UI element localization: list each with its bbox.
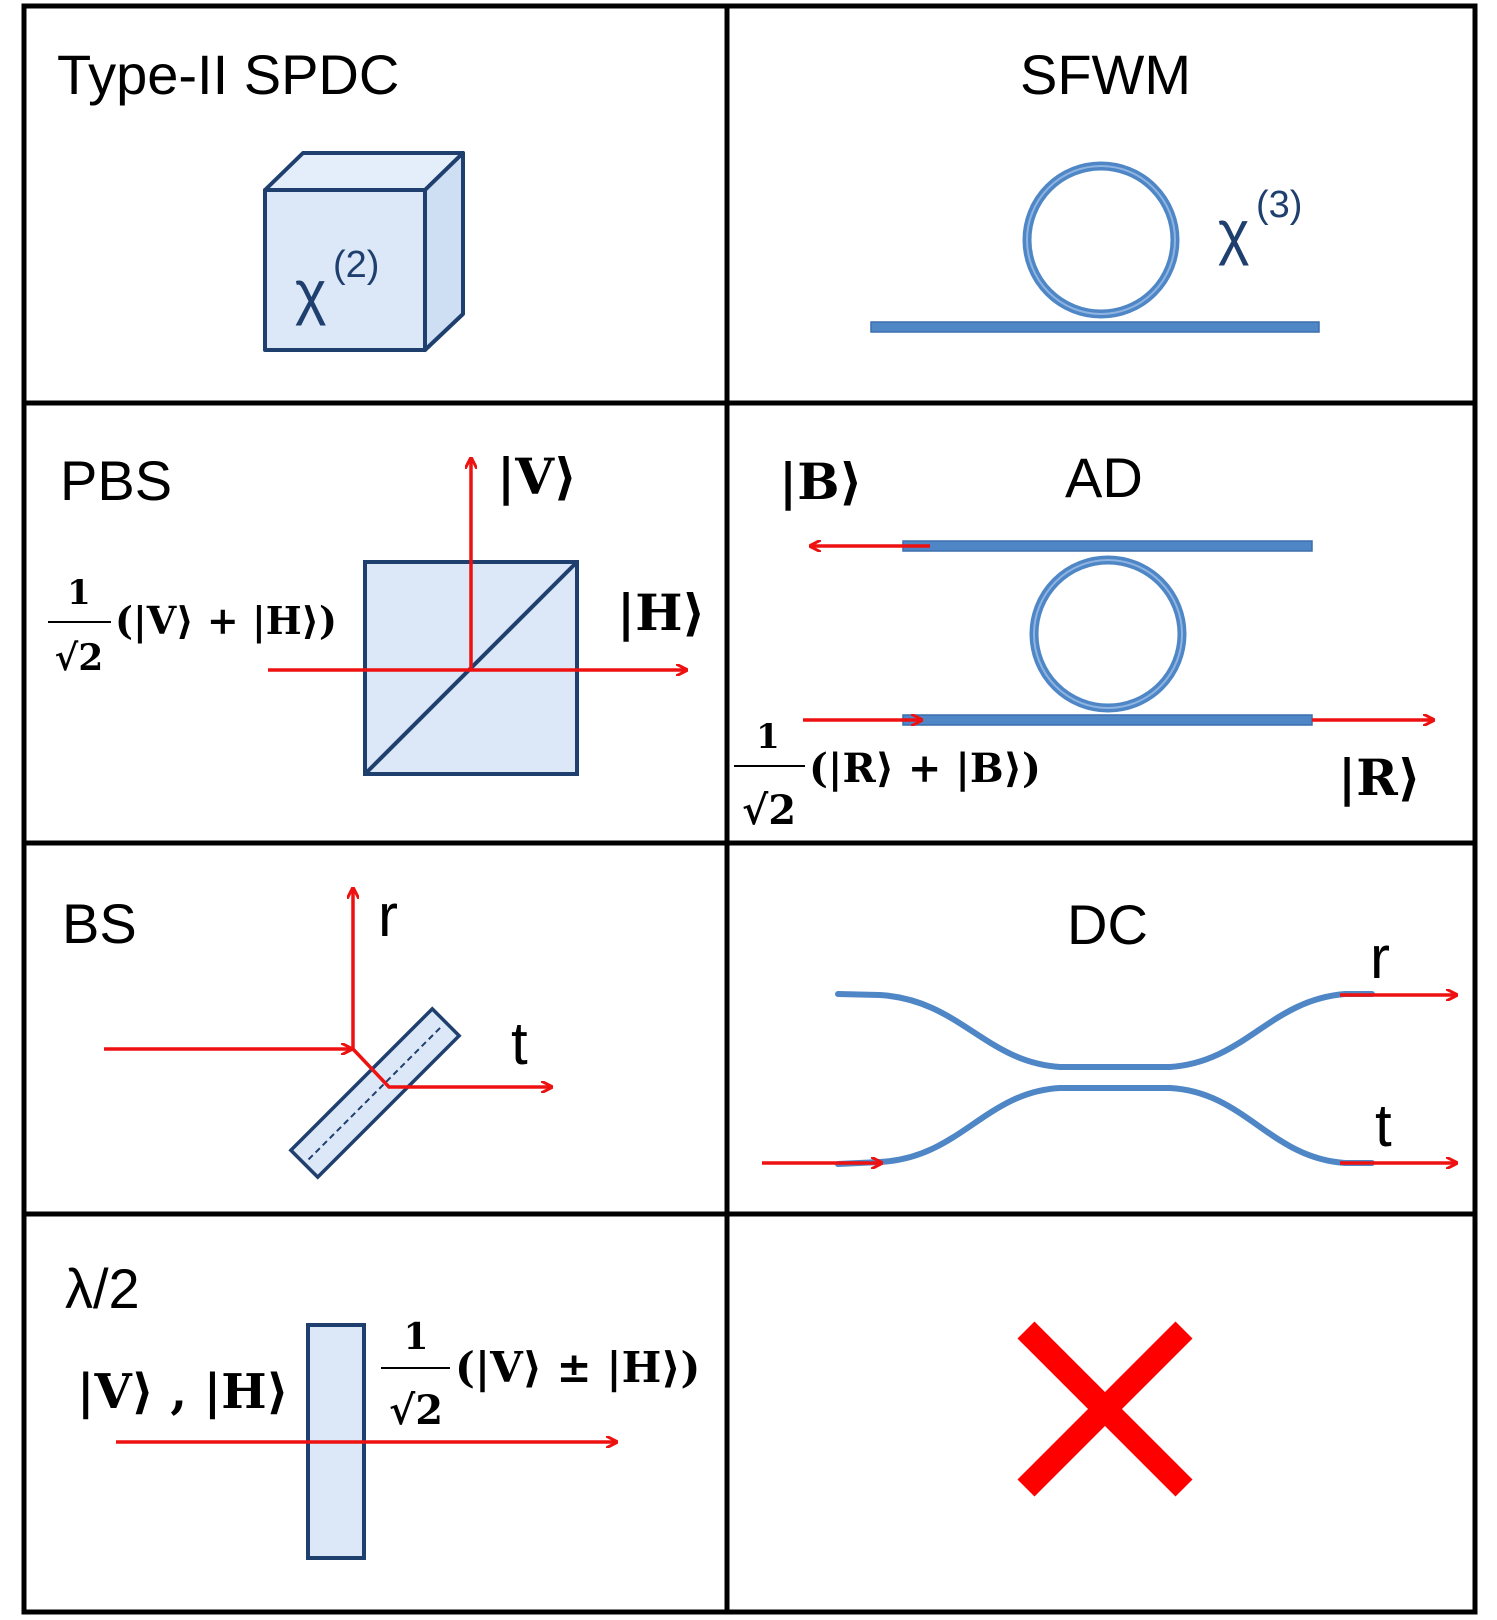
hwp-output-numerator: 1 [403,1316,428,1358]
cell-ad: AD |B⟩ |R⟩ 1 √2 (|R⟩ + |B⟩) [734,446,1432,834]
cell-empty [1017,1321,1193,1497]
sfwm-title: SFWM [1020,43,1191,106]
dc-label-t: t [1375,1092,1392,1159]
bs-title: BS [62,892,137,955]
pbs-input-numerator: 1 [67,573,91,613]
hwp-input-states: |V⟩ , |H⟩ [77,1364,289,1420]
bs-label-t: t [511,1010,528,1077]
pbs-output-h: |H⟩ [617,583,705,643]
ad-input-numerator: 1 [756,717,780,757]
spdc-title: Type-II SPDC [57,43,399,106]
pbs-output-v: |V⟩ [497,447,577,507]
bs-transmitted-beam [351,1047,550,1087]
nonlinear-crystal-icon [263,151,465,352]
pbs-title: PBS [60,449,172,512]
ad-beams [803,546,1432,720]
cell-bs: BS r t [62,882,550,1180]
sfwm-chi-order: (3) [1256,184,1302,226]
sfwm-chi: χ [1218,199,1250,266]
spdc-chi-order: (2) [333,244,379,286]
dc-upper-waveguide [835,991,1375,1070]
dc-label-r: r [1370,924,1390,991]
ad-output-b: |B⟩ [779,452,862,512]
directional-coupler-icon [835,991,1375,1167]
spdc-chi: χ [295,259,327,326]
bs-beams [104,890,550,1087]
pbs-input-denominator: √2 [55,637,104,679]
cross-icon [1017,1321,1193,1497]
cell-spdc: Type-II SPDC χ (2) [57,43,465,352]
dc-beams [762,995,1455,1163]
add-drop-filter-icon [902,540,1313,726]
dc-title: DC [1067,893,1148,956]
beam-splitter-plate-icon [288,1006,462,1180]
pbs-input-state: (|V⟩ + |H⟩) [115,598,337,643]
ad-title: AD [1065,446,1143,509]
ad-output-r: |R⟩ [1338,748,1421,808]
bs-label-r: r [378,882,398,949]
dc-lower-waveguide [835,1085,1375,1167]
hwp-output-state: (|V⟩ ± |H⟩) [455,1343,700,1392]
pbs-beams [268,460,685,670]
table-grid [21,3,1478,1615]
hwp-title: λ/2 [65,1257,140,1320]
hwp-output-denominator: √2 [389,1387,443,1434]
cell-dc: DC r t [762,893,1455,1164]
ring-resonator-icon [870,161,1320,333]
ad-input-denominator: √2 [742,787,796,834]
cell-pbs: PBS 1 √2 (|V⟩ + |H⟩) |V⟩ |H⟩ [48,447,705,776]
ad-input-state: (|R⟩ + |B⟩) [809,745,1041,792]
cell-sfwm: SFWM χ (3) [870,43,1320,333]
outer-border [21,3,1478,1615]
cell-hwp: λ/2 |V⟩ , |H⟩ 1 √2 (|V⟩ ± |H⟩) [65,1257,700,1560]
